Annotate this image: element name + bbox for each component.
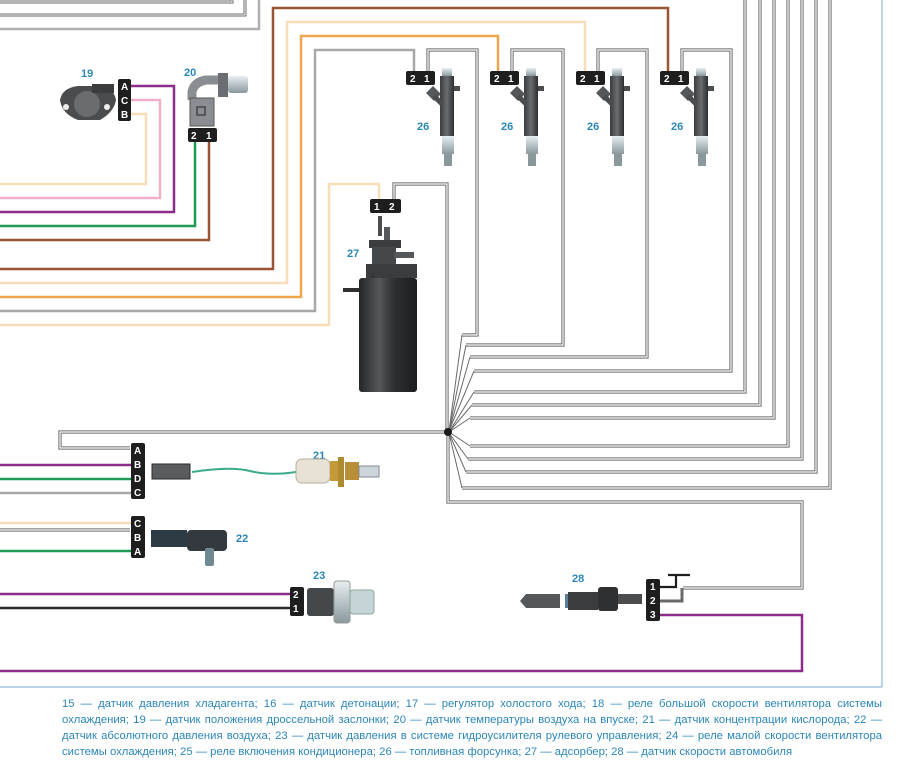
svg-text:2: 2 xyxy=(191,131,197,142)
svg-text:B: B xyxy=(134,460,141,471)
svg-text:1: 1 xyxy=(424,74,430,85)
caption-item: 27 — адсорбер; xyxy=(524,746,608,758)
connector-22 xyxy=(131,516,145,558)
svg-text:1: 1 xyxy=(508,74,514,85)
component-number: 26 xyxy=(417,121,429,133)
figure-caption: 15 — датчик давления хладагента; 16 — да… xyxy=(62,696,882,760)
component-number: 27 xyxy=(347,248,359,260)
component-23: 23 2 1 xyxy=(290,570,375,624)
lower-wires xyxy=(0,463,804,673)
svg-text:2: 2 xyxy=(389,202,395,213)
top-left-harness xyxy=(0,0,261,31)
caption-item: 21 — датчик концентрации кислорода; xyxy=(642,714,850,726)
component-number: 20 xyxy=(184,67,196,79)
connector-26 xyxy=(660,71,689,85)
component-number: 26 xyxy=(671,121,683,133)
caption-item: 23 — датчик давления в системе гидроусил… xyxy=(275,730,662,742)
svg-text:C: C xyxy=(121,96,128,107)
caption-item: 25 — реле включения кондиционера; xyxy=(180,746,377,758)
caption-item: 26 — топливная форсунка; xyxy=(379,746,522,758)
svg-text:1: 1 xyxy=(374,202,380,213)
connector-26 xyxy=(490,71,519,85)
caption-item: 19 — датчик положения дроссельной заслон… xyxy=(133,714,390,726)
component-19: 19 A C B xyxy=(60,68,131,121)
svg-text:2: 2 xyxy=(580,74,586,85)
component-21: 21 A B D C xyxy=(131,443,380,499)
sensor-19-wires xyxy=(0,84,176,214)
svg-text:B: B xyxy=(134,533,141,544)
component-22: 22 C B A xyxy=(131,516,248,566)
component-number: 22 xyxy=(236,533,248,545)
svg-text:2: 2 xyxy=(650,596,656,607)
caption-item: 24 — реле малой скорости вентилятора сис… xyxy=(62,730,883,758)
caption-item: 17 — регулятор холостого хода; xyxy=(405,698,586,710)
ground-symbol xyxy=(660,573,690,589)
svg-text:A: A xyxy=(134,446,141,457)
connector-27 xyxy=(370,199,401,213)
svg-text:2: 2 xyxy=(410,74,416,85)
svg-text:2: 2 xyxy=(664,74,670,85)
caption-item: 22 — датчик абсолютного давления воздуха… xyxy=(62,714,882,742)
connector-23 xyxy=(290,587,304,616)
connector-26 xyxy=(406,71,435,85)
svg-text:1: 1 xyxy=(650,582,656,593)
svg-text:3: 3 xyxy=(650,610,656,621)
svg-text:A: A xyxy=(121,82,128,93)
component-20: 20 2 1 xyxy=(184,67,248,142)
sensor-20-wires xyxy=(0,140,211,242)
connector-19 xyxy=(118,79,131,121)
caption-item: 15 — датчик давления хладагента; xyxy=(62,698,258,710)
component-number: 23 xyxy=(313,570,325,582)
svg-text:C: C xyxy=(134,488,141,499)
connector-20 xyxy=(188,128,217,142)
svg-text:1: 1 xyxy=(293,604,299,615)
svg-text:D: D xyxy=(134,474,141,485)
svg-text:C: C xyxy=(134,519,141,530)
caption-item: 16 — датчик детонации; xyxy=(263,698,400,710)
svg-text:A: A xyxy=(134,547,141,558)
caption-item: 20 — датчик температуры воздуха на впуск… xyxy=(393,714,639,726)
injector-return-wires xyxy=(0,0,832,590)
component-27: 27 1 2 xyxy=(343,199,417,392)
component-number: 28 xyxy=(572,573,584,585)
top-wires xyxy=(0,6,670,327)
svg-text:2: 2 xyxy=(494,74,500,85)
connector-21 xyxy=(131,443,145,499)
component-28: 28 1 2 3 xyxy=(520,573,660,621)
ground-junction xyxy=(444,428,452,436)
svg-text:1: 1 xyxy=(594,74,600,85)
caption-item: 18 — реле большой скорости вентилятора с… xyxy=(62,698,883,726)
frame xyxy=(0,0,883,688)
svg-text:2: 2 xyxy=(293,590,299,601)
caption-item: 28 — датчик скорости автомобиля xyxy=(611,746,793,758)
component-number: 19 xyxy=(81,68,93,80)
connector-26 xyxy=(576,71,605,85)
svg-text:1: 1 xyxy=(678,74,684,85)
svg-text:1: 1 xyxy=(206,131,212,142)
component-number: 26 xyxy=(587,121,599,133)
component-number: 26 xyxy=(501,121,513,133)
connector-28 xyxy=(646,579,660,621)
svg-text:B: B xyxy=(121,110,128,121)
